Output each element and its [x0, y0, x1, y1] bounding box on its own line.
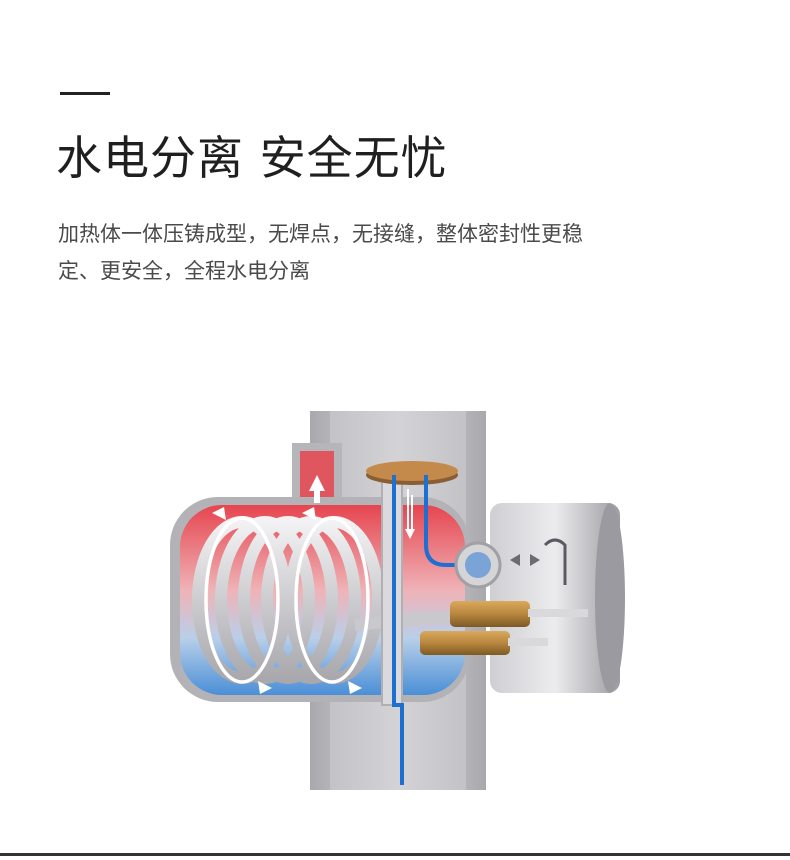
- page-title: 水电分离 安全无忧: [56, 131, 448, 185]
- title-dash: [60, 92, 110, 95]
- heating-coil-illustration: [170, 411, 625, 790]
- feature-description: 加热体一体压铸成型，无焊点，无接缝，整体密封性更稳定、更安全，全程水电分离: [58, 222, 583, 283]
- heater-cutaway-illustration: [150, 405, 640, 790]
- flow-arrow-icon: [212, 475, 362, 694]
- section-divider: [0, 853, 790, 856]
